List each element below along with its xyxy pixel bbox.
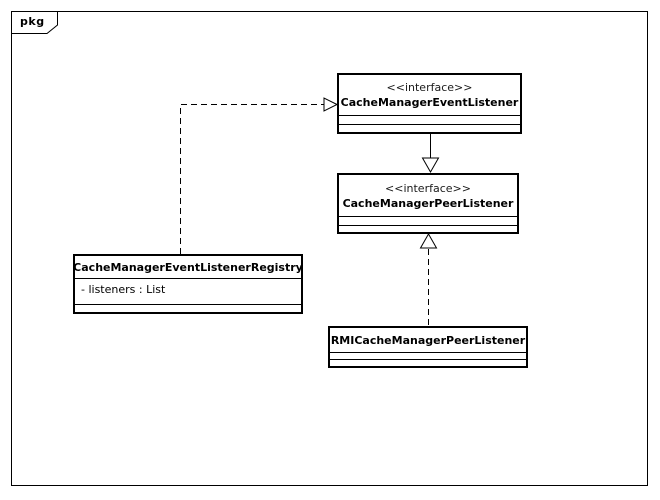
name-compartment: RMICacheManagerPeerListener xyxy=(330,328,526,352)
methods-compartment xyxy=(339,124,520,132)
package-frame xyxy=(11,11,648,486)
name-compartment: CacheManagerEventListenerRegistry xyxy=(73,256,303,278)
class-name-label: CacheManagerEventListener xyxy=(340,96,519,109)
name-compartment: <<interface>> CacheManagerPeerListener xyxy=(339,175,517,216)
class-name-label: CacheManagerEventListenerRegistry xyxy=(73,260,303,274)
attribute-listeners: - listeners : List xyxy=(81,283,166,296)
attributes-compartment xyxy=(339,216,517,225)
class-box-cache-manager-event-listener-registry: CacheManagerEventListenerRegistry - list… xyxy=(73,254,303,314)
name-compartment: <<interface>> CacheManagerEventListener xyxy=(339,75,520,115)
stereotype-label: <<interface>> xyxy=(386,81,473,94)
methods-compartment xyxy=(330,359,526,366)
methods-compartment xyxy=(339,225,517,232)
package-tab-label: pkg xyxy=(20,15,45,28)
stereotype-label: <<interface>> xyxy=(385,181,471,195)
attributes-compartment: - listeners : List xyxy=(75,278,301,304)
class-name-label: RMICacheManagerPeerListener xyxy=(330,333,526,347)
attributes-compartment xyxy=(339,115,520,124)
methods-compartment xyxy=(75,304,301,312)
class-name-label: CacheManagerPeerListener xyxy=(342,196,514,210)
class-box-cache-manager-event-listener: <<interface>> CacheManagerEventListener xyxy=(337,73,522,134)
attributes-compartment xyxy=(330,352,526,359)
class-box-rmi-cache-manager-peer-listener: RMICacheManagerPeerListener xyxy=(328,326,528,368)
class-box-cache-manager-peer-listener: <<interface>> CacheManagerPeerListener xyxy=(337,173,519,234)
